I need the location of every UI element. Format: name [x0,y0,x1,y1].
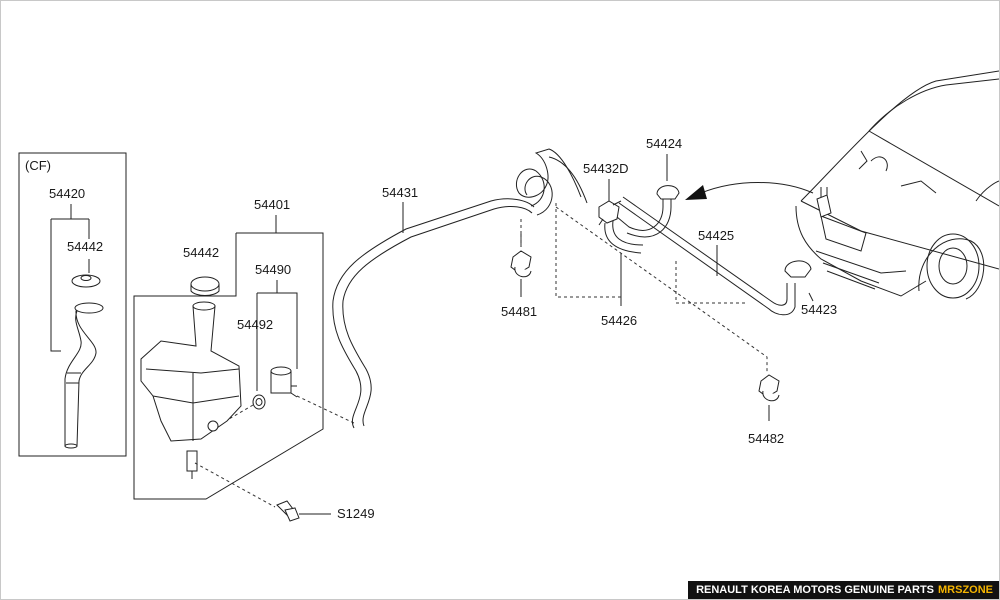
leader-54490 [256,280,298,391]
location-arrow [685,182,814,200]
nozzle-54423: 54423 [784,260,837,317]
assembly-guides-left [194,395,357,508]
leader-54420 [50,204,90,352]
label-54481: 54481 [501,304,537,319]
label-54423: 54423 [801,302,837,317]
clip-54482: 54482 [748,374,784,446]
label-54442-cf: 54442 [67,239,103,254]
label-54431: 54431 [382,185,418,200]
cf-group: (CF) 54420 54442 [18,152,127,457]
label-cf: (CF) [25,158,51,173]
bolt-s1249: S1249 [276,500,375,522]
label-54425: 54425 [698,228,734,243]
hose-54425: 54425 [618,196,796,316]
connector-54432d: 54432D [583,161,629,226]
reservoir-drain [186,450,198,472]
label-54492: 54492 [237,317,273,332]
nozzle-54424: 54424 [616,136,682,238]
hose-54431: 54431 [332,148,588,429]
footer-text: RENAULT KOREA MOTORS GENUINE PARTS [696,584,934,596]
arrow-head-icon [685,185,707,200]
label-54442-reservoir: 54442 [183,245,219,260]
filler-neck-pipe [64,310,97,447]
car-wheel [926,233,980,299]
footer-bar: RENAULT KOREA MOTORS GENUINE PARTS MRSZON… [688,581,999,599]
filler-neck-top [74,302,104,314]
car-headlight [820,215,867,252]
reservoir-group: 54401 54442 54490 54492 [133,197,357,508]
assembly-guides-right [520,203,768,373]
washer-reservoir-tank [140,305,242,442]
reservoir-frame [133,215,324,500]
label-54401: 54401 [254,197,290,212]
label-54490: 54490 [255,262,291,277]
label-s1249: S1249 [337,506,375,521]
label-54420: 54420 [49,186,85,201]
label-54432d: 54432D [583,161,629,176]
reservoir-cap [190,276,220,292]
cf-frame [18,152,127,457]
clip-54481: 54481 [501,231,537,319]
reservoir-neck [192,301,216,311]
label-54426: 54426 [601,313,637,328]
label-54482: 54482 [748,431,784,446]
car-grille [822,262,880,290]
footer-brand: MRSZONE [938,584,993,596]
car-illustration [795,70,999,300]
hose-54426: 54426 [601,220,644,328]
label-54424: 54424 [646,136,682,151]
